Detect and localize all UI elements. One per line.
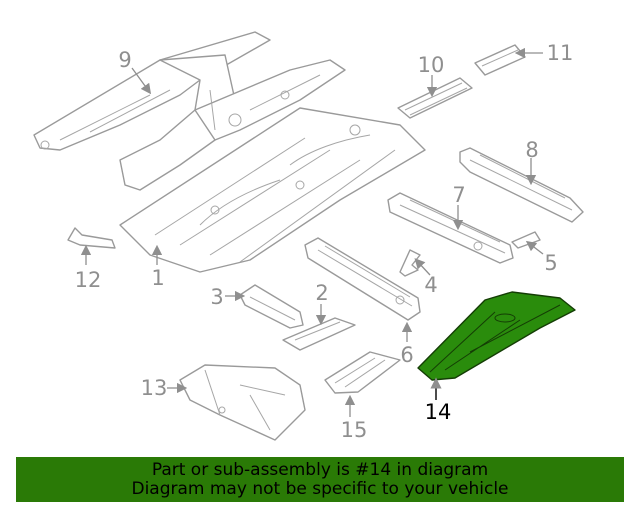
part-8-rail: [459, 147, 584, 223]
part-14-highlighted: [417, 291, 576, 381]
callout-14: 14: [425, 400, 452, 424]
callout-3: 3: [210, 285, 223, 309]
part-15-plate: [324, 351, 401, 394]
callout-2: 2: [315, 281, 328, 305]
part-13-rail: [179, 364, 306, 441]
part-7-crossmember: [387, 192, 514, 264]
part-9-front-rail: [33, 31, 346, 191]
callout-11: 11: [547, 41, 574, 65]
part-2-plate: [282, 317, 356, 351]
part-3-bracket: [239, 284, 304, 329]
callout-7: 7: [452, 183, 465, 207]
callout-5: 5: [544, 251, 557, 275]
part-1-floor-pan: [119, 107, 426, 273]
part-10-bracket: [397, 77, 473, 119]
callout-8: 8: [525, 138, 538, 162]
part-4-bracket: [399, 249, 421, 277]
leader-lines: [80, 47, 544, 417]
callout-13: 13: [141, 376, 168, 400]
callout-4: 4: [424, 273, 437, 297]
info-banner: Part or sub-assembly is #14 in diagram D…: [16, 457, 624, 502]
callout-12: 12: [75, 268, 102, 292]
callout-6: 6: [400, 343, 413, 367]
banner-line-1: Part or sub-assembly is #14 in diagram: [151, 459, 489, 480]
callout-9: 9: [118, 48, 131, 72]
part-12-bracket: [67, 227, 116, 249]
part-5-clip: [511, 231, 541, 249]
part-6-crossmember: [304, 237, 421, 321]
part-11-bracket: [474, 44, 526, 76]
callout-labels: 1 2 3 4 5 6 7 8 9 10 11 12 13 14 15: [75, 41, 574, 442]
callout-10: 10: [418, 53, 445, 77]
callout-1: 1: [151, 266, 164, 290]
callout-15: 15: [341, 418, 368, 442]
banner-line-2: Diagram may not be specific to your vehi…: [131, 478, 509, 499]
